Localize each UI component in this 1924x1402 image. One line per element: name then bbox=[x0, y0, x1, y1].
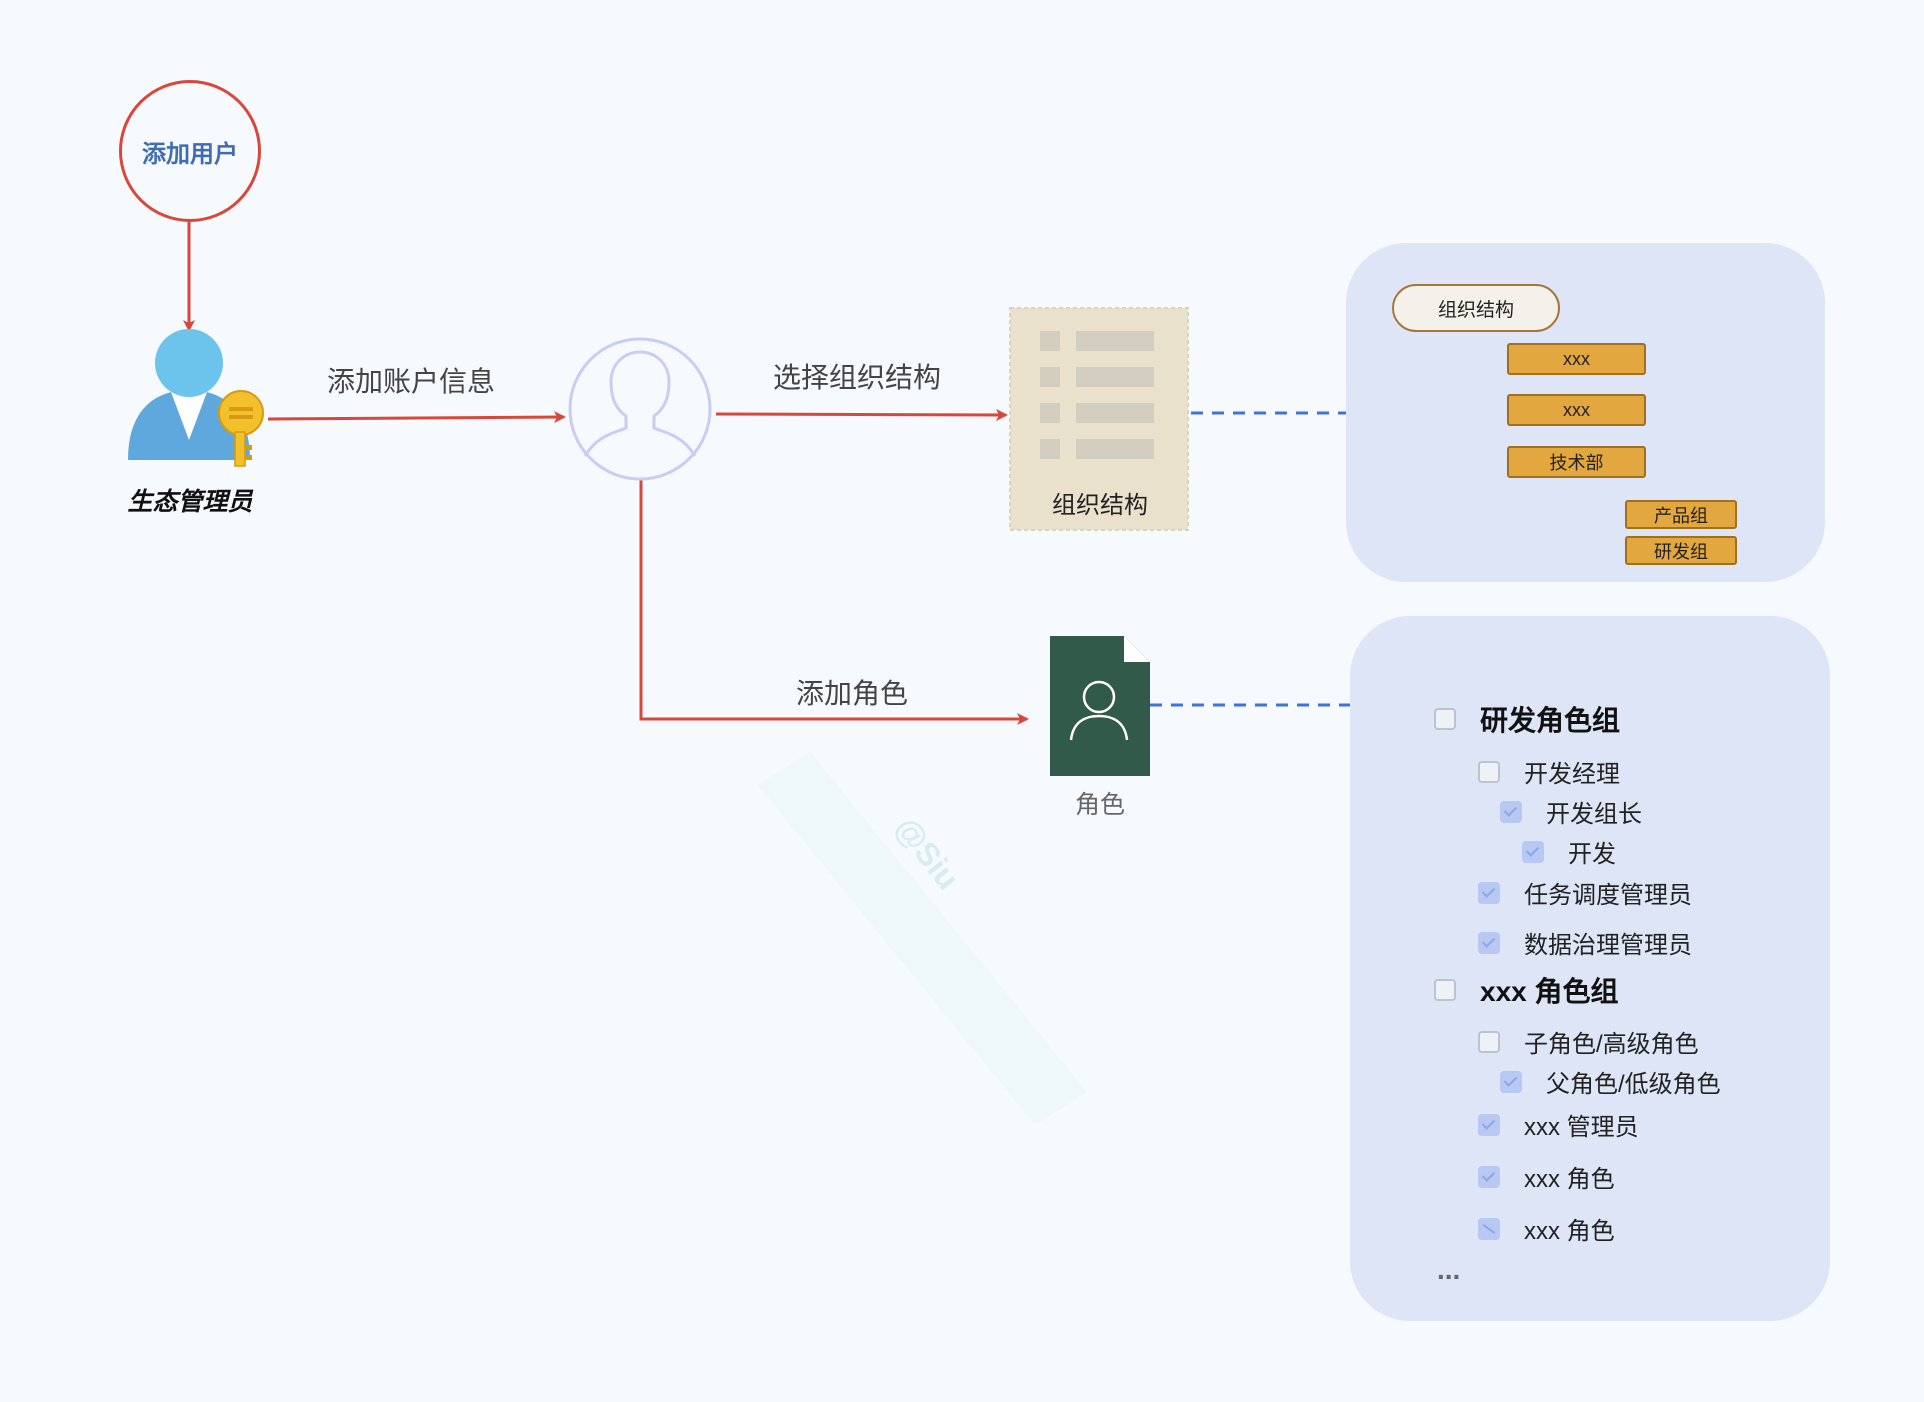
role-checkbox[interactable] bbox=[1478, 1165, 1500, 1188]
key-icon bbox=[218, 390, 264, 467]
role-checkbox[interactable] bbox=[1500, 800, 1522, 823]
role-checkbox[interactable] bbox=[1478, 881, 1500, 904]
role-group-checkbox[interactable] bbox=[1434, 979, 1456, 1001]
org-document-label: 组织结构 bbox=[1052, 492, 1148, 519]
watermark-band bbox=[758, 752, 1087, 1125]
role-checkbox[interactable] bbox=[1522, 840, 1544, 863]
org-tree-root[interactable]: 组织结构 bbox=[1392, 284, 1560, 332]
role-item-label: xxx 管理员 bbox=[1524, 1114, 1639, 1141]
role-item-row[interactable]: xxx 角色 bbox=[1478, 1159, 1615, 1194]
role-item-label: xxx 角色 bbox=[1524, 1166, 1615, 1193]
role-item-row[interactable]: 开发 bbox=[1522, 834, 1616, 869]
role-item-row[interactable]: 父角色/低级角色 bbox=[1500, 1064, 1721, 1099]
role-item-row[interactable]: 数据治理管理员 bbox=[1478, 925, 1692, 960]
arrow-user-to-org bbox=[715, 408, 1008, 421]
org-tree-node[interactable]: xxx bbox=[1507, 394, 1646, 426]
arrow-admin-to-user bbox=[267, 411, 566, 424]
role-item-label: 子角色/高级角色 bbox=[1524, 1031, 1699, 1058]
role-item-row[interactable]: 开发组长 bbox=[1500, 794, 1642, 829]
user-profile-icon bbox=[568, 337, 712, 481]
role-item-label: 数据治理管理员 bbox=[1524, 932, 1692, 959]
org-tree-node[interactable]: 技术部 bbox=[1507, 446, 1646, 478]
role-document-label: 角色 bbox=[1074, 791, 1125, 819]
role-item-row[interactable]: 任务调度管理员 bbox=[1478, 875, 1692, 910]
org-tree-subnode[interactable]: 研发组 bbox=[1625, 536, 1737, 565]
role-item-label: 任务调度管理员 bbox=[1524, 882, 1692, 909]
role-checkbox[interactable] bbox=[1478, 760, 1500, 783]
role-checkbox[interactable] bbox=[1500, 1070, 1522, 1093]
start-node-label: 添加用户 bbox=[142, 140, 238, 168]
edge-label-add-account: 添加账户信息 bbox=[327, 366, 496, 397]
edge-label-add-role: 添加角色 bbox=[796, 678, 909, 709]
role-item-label: 开发经理 bbox=[1524, 761, 1620, 788]
admin-label: 生态管理员 bbox=[127, 488, 253, 516]
role-item-row[interactable]: 子角色/高级角色 bbox=[1478, 1024, 1699, 1059]
role-checkbox[interactable] bbox=[1478, 931, 1500, 954]
role-checkbox[interactable] bbox=[1478, 1217, 1500, 1240]
role-group-title: 研发角色组 bbox=[1480, 705, 1621, 736]
role-item-label: 开发组长 bbox=[1546, 801, 1642, 828]
roles-panel bbox=[1350, 616, 1830, 1321]
role-item-label: 开发 bbox=[1568, 841, 1616, 868]
org-tree-subnode[interactable]: 产品组 bbox=[1625, 500, 1737, 529]
arrow-user-to-role bbox=[639, 480, 1029, 725]
org-document-icon bbox=[1009, 307, 1189, 531]
role-group-checkbox[interactable] bbox=[1434, 708, 1456, 730]
role-document-icon bbox=[1050, 636, 1150, 776]
role-item-row[interactable]: 开发经理 bbox=[1478, 754, 1620, 789]
role-item-row[interactable]: xxx 管理员 bbox=[1478, 1107, 1639, 1142]
role-checkbox[interactable] bbox=[1478, 1030, 1500, 1053]
role-group-row[interactable]: 研发角色组 bbox=[1434, 699, 1620, 739]
role-group-row[interactable]: xxx 角色组 bbox=[1434, 970, 1619, 1010]
org-tree-node[interactable]: xxx bbox=[1507, 343, 1646, 375]
edge-label-select-org: 选择组织结构 bbox=[773, 362, 942, 393]
more-ellipsis: ... bbox=[1437, 1254, 1461, 1285]
start-node-add-user[interactable]: 添加用户 bbox=[119, 80, 261, 222]
role-item-label: 父角色/低级角色 bbox=[1546, 1071, 1721, 1098]
role-checkbox[interactable] bbox=[1478, 1113, 1500, 1136]
role-group-title: xxx 角色组 bbox=[1480, 976, 1619, 1007]
role-item-row[interactable]: xxx 角色 bbox=[1478, 1211, 1615, 1246]
role-item-label: xxx 角色 bbox=[1524, 1218, 1615, 1245]
